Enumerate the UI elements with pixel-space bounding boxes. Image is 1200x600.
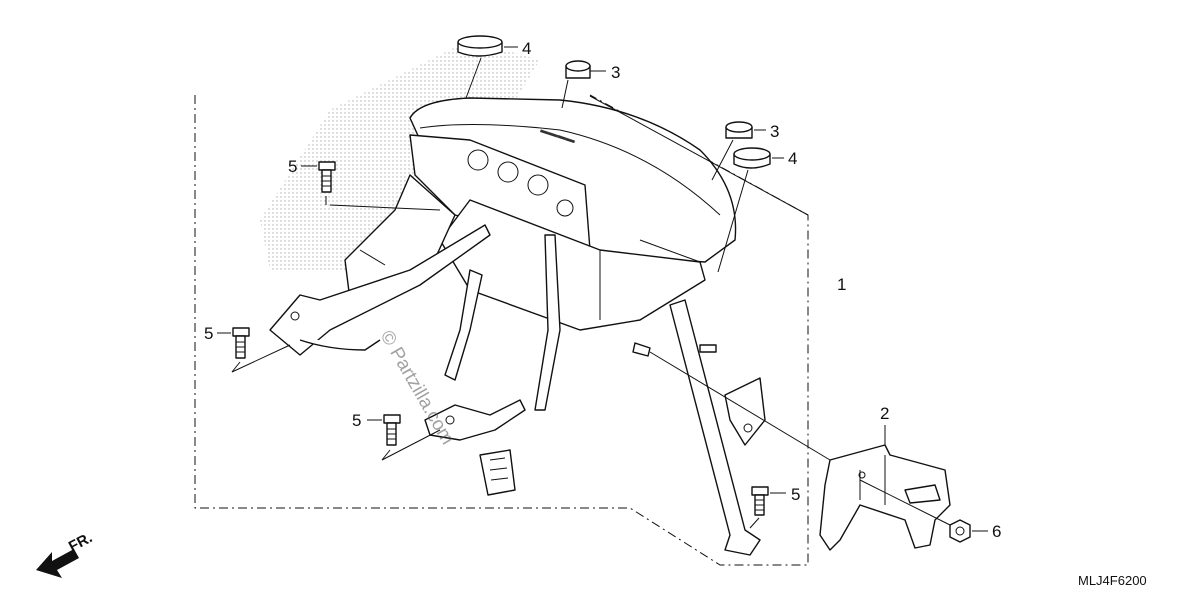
- callout-3-top: 3: [611, 63, 620, 82]
- callout-5-left: 5: [204, 324, 213, 343]
- callout-5-right: 5: [791, 485, 800, 504]
- leader-lines: [217, 46, 988, 532]
- grommet-4-top: [457, 35, 503, 57]
- callout-1: 1: [837, 275, 846, 294]
- meter-housing-assembly: ▬▬▬▬: [344, 97, 737, 331]
- callout-2: 2: [880, 404, 889, 423]
- callout-4-right: 4: [788, 149, 797, 168]
- callout-6: 6: [992, 522, 1001, 541]
- bolt-5-lower: [383, 414, 401, 446]
- front-direction-arrow: FR.: [36, 529, 95, 578]
- grommet-4-right: [733, 147, 771, 169]
- bracket-part-2: [819, 444, 951, 551]
- callout-5-upper: 5: [288, 157, 297, 176]
- callout-labels: 1 2 3 3 4 4 5 5 5 5 6: [204, 39, 1001, 541]
- bolt-5-left: [232, 327, 250, 359]
- mounting-stay: [269, 224, 766, 556]
- bolt-5-upper: [318, 161, 336, 193]
- grommet-3-right: [725, 121, 753, 139]
- callout-5-lower: 5: [352, 411, 361, 430]
- callout-3-right: 3: [770, 122, 779, 141]
- callout-4-top: 4: [522, 39, 531, 58]
- grommet-3-top: [565, 60, 591, 79]
- diagram-code: MLJ4F6200: [1078, 573, 1147, 588]
- bolt-5-right: [751, 486, 769, 516]
- nut-6: [949, 519, 971, 543]
